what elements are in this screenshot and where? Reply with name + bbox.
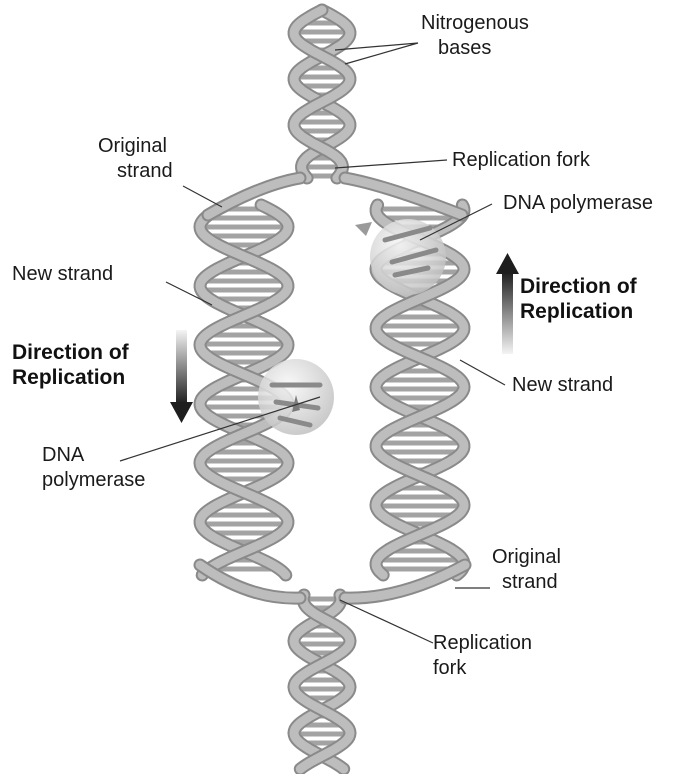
label-new-strand-left: New strand [12, 262, 113, 287]
arrow-up-right [496, 253, 519, 354]
label-original-strand-bottom: Original strand [492, 545, 561, 595]
leader-replication-fork-top [335, 160, 447, 168]
label-new-strand-right: New strand [512, 373, 613, 398]
arrow-down-left [170, 330, 193, 423]
label-dna-polymerase-right: DNA polymerase [503, 191, 653, 216]
leader-original-strand-top [183, 186, 222, 207]
label-original-strand-top: Original strand [98, 134, 173, 184]
label-direction-of-replication-left: Direction of Replication [12, 340, 129, 390]
label-replication-fork-bottom: Replication fork [433, 631, 532, 681]
dna-polymerase-enzyme-left [258, 359, 334, 435]
label-direction-of-replication-right: Direction of Replication [520, 274, 637, 324]
dna-polymerase-enzyme-right [355, 219, 446, 295]
label-nitrogenous-bases: Nitrogenous bases [421, 11, 529, 61]
label-replication-fork-top: Replication fork [452, 148, 590, 173]
label-dna-polymerase-left: DNA polymerase [42, 443, 145, 493]
